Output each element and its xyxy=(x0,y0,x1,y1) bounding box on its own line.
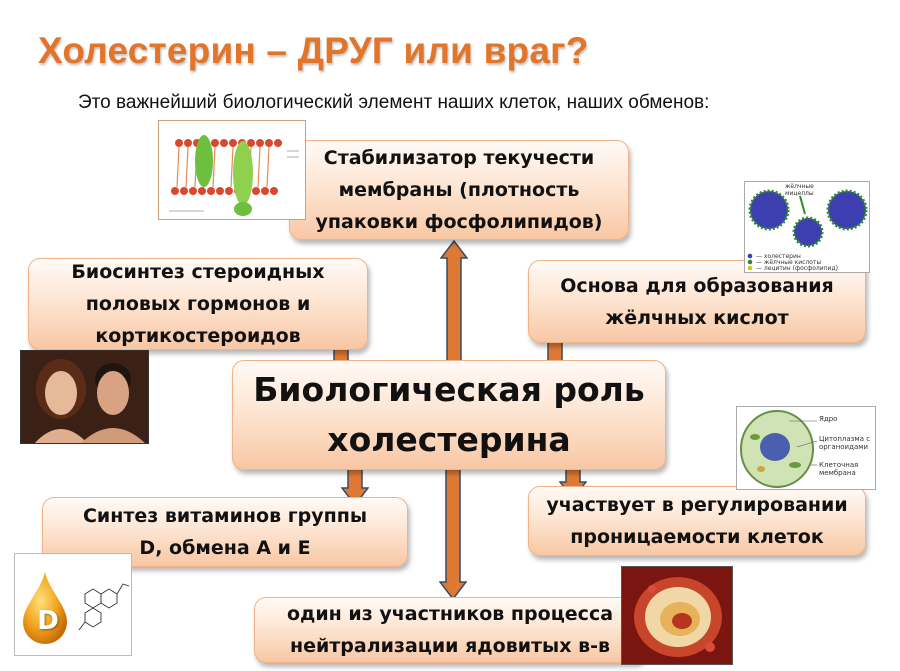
micelles-legend-lecithin: — лецитин (фосфолипид) xyxy=(756,265,838,272)
vitamin-d-image: D xyxy=(14,553,132,656)
box-membrane-line3: упаковки фосфолипидов) xyxy=(315,211,603,233)
cell-label-nucleus: Ядро xyxy=(819,415,838,423)
center-line2: холестерина xyxy=(327,420,571,459)
box-membrane-line1: Стабилизатор текучести xyxy=(323,147,595,169)
box-membrane-stabilizer: Стабилизатор текучести мембраны (плотнос… xyxy=(289,140,629,240)
slide-title: Холестерин – ДРУГ или враг? xyxy=(38,30,589,71)
people-photo xyxy=(20,350,149,444)
micelles-legend-bile-acids: — жёлчные кислоты xyxy=(756,259,822,266)
box-vitamin-synthesis: Синтез витаминов группы D, обмена А и Е xyxy=(42,497,408,567)
membrane-bilayer-image xyxy=(158,120,306,220)
box-bile-line1: Основа для образования xyxy=(560,274,834,297)
slide-subtitle: Это важнейший биологический элемент наши… xyxy=(78,92,710,113)
box-toxins-line2: нейтрализации ядовитых в-в xyxy=(289,635,611,657)
cell-label-membrane: Клеточная мембрана xyxy=(819,461,859,477)
micelles-legend-cholesterol: — холестерин xyxy=(756,253,801,260)
box-bile-line2: жёлчных кислот xyxy=(605,306,789,329)
box-central-biological-role: Биологическая роль холестерина xyxy=(232,360,666,470)
people-illustration xyxy=(21,351,148,443)
micelles-heading: жёлчные мицеллы xyxy=(785,183,814,197)
cell-label-cytoplasm: Цитоплазма с органоидами xyxy=(819,435,871,451)
center-line1: Биологическая роль xyxy=(253,370,645,409)
cell-diagram-image: Ядро Цитоплазма с органоидами Клеточная … xyxy=(736,406,876,490)
box-toxins-line1: один из участников процесса xyxy=(286,603,614,625)
box-steroids-line3: кортикостероидов xyxy=(95,325,301,347)
artery-cross-section-image xyxy=(621,566,733,665)
box-bile-acids: Основа для образования жёлчных кислот xyxy=(528,260,866,343)
vitamin-d-illustration xyxy=(23,572,130,644)
box-steroid-biosynthesis: Биосинтез стероидных половых гормонов и … xyxy=(28,258,368,350)
box-vitamins-line2: D, обмена А и Е xyxy=(139,537,311,559)
micelles-illustration xyxy=(747,189,868,271)
artery-illustration xyxy=(622,567,732,664)
membrane-illustration xyxy=(169,135,299,216)
box-toxin-neutralization: один из участников процесса нейтрализаци… xyxy=(254,597,646,663)
box-steroids-line1: Биосинтез стероидных xyxy=(71,261,325,283)
arrow-up-to-membrane xyxy=(440,240,468,375)
box-membrane-line2: мембраны (плотность xyxy=(338,179,580,201)
box-steroids-line2: половых гормонов и xyxy=(85,293,311,315)
box-vitamins-line1: Синтез витаминов группы xyxy=(82,505,368,527)
vitamin-d-letter: D xyxy=(37,606,59,636)
box-permeability-line1: участвует в регулировании xyxy=(546,494,848,516)
cell-illustration xyxy=(740,410,818,488)
box-cell-permeability: участвует в регулировании проницаемости … xyxy=(528,486,866,556)
arrow-down-to-toxins xyxy=(439,466,467,600)
box-permeability-line2: проницаемости клеток xyxy=(570,526,824,548)
bile-micelles-image: жёлчные мицеллы — холестерин — жёлчные к… xyxy=(744,181,870,273)
